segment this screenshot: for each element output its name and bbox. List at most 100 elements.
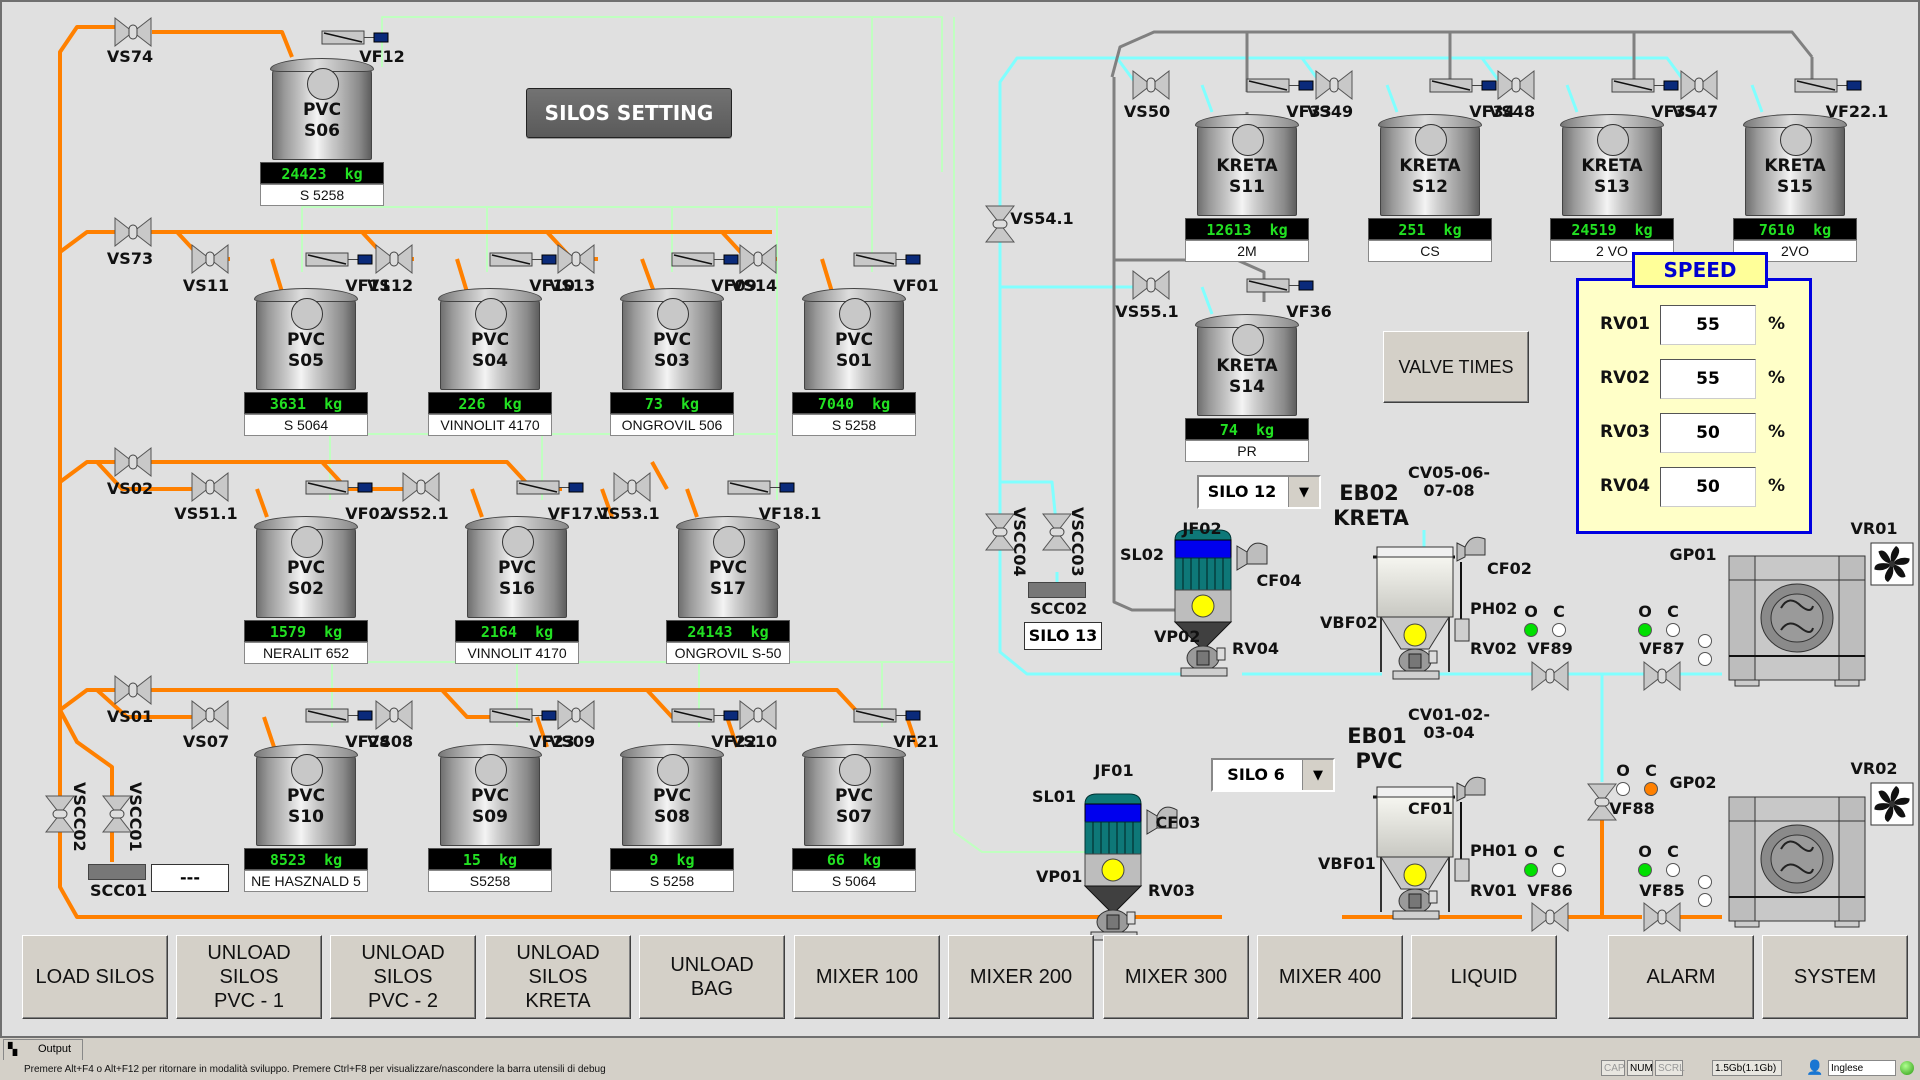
language-indicator[interactable]: Inglese xyxy=(1828,1060,1896,1076)
fill-valve-icon[interactable] xyxy=(1315,69,1353,101)
valve-vscc01[interactable] xyxy=(101,795,133,833)
vent-valve-icon[interactable] xyxy=(671,708,739,723)
fill-valve-icon[interactable] xyxy=(191,699,229,731)
fill-valve-icon[interactable] xyxy=(191,471,229,503)
fill-valve-icon[interactable] xyxy=(1132,69,1170,101)
fill-valve-icon[interactable] xyxy=(191,243,229,275)
speed-input-rv04[interactable]: 50 xyxy=(1660,467,1756,507)
fill-valve-icon[interactable] xyxy=(1132,269,1170,301)
fill-valve-icon[interactable] xyxy=(557,699,595,731)
line1-silo-select[interactable]: SILO 6 ▼ xyxy=(1211,758,1335,792)
silos-setting-button[interactable]: SILOS SETTING xyxy=(526,88,732,138)
valve-vs01[interactable] xyxy=(114,674,152,706)
fill-valve-icon[interactable] xyxy=(613,471,651,503)
valve-vf88[interactable] xyxy=(1586,783,1618,821)
vent-valve-icon[interactable] xyxy=(853,252,921,267)
nav-button-mixer-100[interactable]: MIXER 100 xyxy=(794,935,940,1019)
vent-valve-icon[interactable] xyxy=(1246,78,1314,93)
line2-weigh-bin[interactable] xyxy=(1373,536,1486,680)
blower-gp02[interactable] xyxy=(1728,796,1866,928)
vent-valve-icon[interactable] xyxy=(853,708,921,723)
silo-material: S 5064 xyxy=(244,414,368,436)
vent-valve-icon[interactable] xyxy=(516,480,584,495)
vent-valve-icon[interactable] xyxy=(489,708,557,723)
speed-input-rv02[interactable]: 55 xyxy=(1660,359,1756,399)
chevron-down-icon[interactable]: ▼ xyxy=(1302,760,1333,790)
fill-valve-icon[interactable] xyxy=(1497,69,1535,101)
vent-valve-icon[interactable] xyxy=(305,480,373,495)
vent-valve-icon[interactable] xyxy=(1246,278,1314,293)
valve-vscc02[interactable] xyxy=(44,795,76,833)
fill-valve-icon[interactable] xyxy=(402,471,440,503)
valve-vf87[interactable] xyxy=(1643,660,1681,692)
line2-vacuum-loader[interactable] xyxy=(1173,529,1268,677)
valve-vs73[interactable] xyxy=(114,216,152,248)
valve-vs54-1[interactable] xyxy=(984,205,1016,243)
valve-vscc04[interactable] xyxy=(984,513,1016,551)
vent-valve-vf12[interactable] xyxy=(321,30,389,45)
valve-times-button[interactable]: VALVE TIMES xyxy=(1383,331,1529,403)
speed-input-rv03[interactable]: 50 xyxy=(1660,413,1756,453)
fill-valve-icon[interactable] xyxy=(739,699,777,731)
nav-button-system[interactable]: SYSTEM xyxy=(1762,935,1908,1019)
nav-button-unload-silos-kreta[interactable]: UNLOAD SILOS KRETA xyxy=(485,935,631,1019)
blower-gp01[interactable] xyxy=(1728,555,1866,687)
vent-valve-icon[interactable] xyxy=(1794,78,1862,93)
vent-valve-icon[interactable] xyxy=(1429,78,1497,93)
valve-label: VF12 xyxy=(359,47,405,66)
fill-valve-icon[interactable] xyxy=(557,243,595,275)
fill-valve-icon[interactable] xyxy=(1680,69,1718,101)
valve-vs02[interactable] xyxy=(114,446,152,478)
vent-valve-icon[interactable] xyxy=(1611,78,1679,93)
speed-input-rv01[interactable]: 55 xyxy=(1660,305,1756,345)
cooler-fan-vr02[interactable] xyxy=(1870,782,1914,826)
chevron-down-icon[interactable]: ▼ xyxy=(1288,477,1319,507)
fill-valve-icon[interactable] xyxy=(375,243,413,275)
nav-button-mixer-300[interactable]: MIXER 300 xyxy=(1103,935,1249,1019)
vent-valve-icon[interactable] xyxy=(671,252,739,267)
nav-button-mixer-200[interactable]: MIXER 200 xyxy=(948,935,1094,1019)
valve-vf85[interactable] xyxy=(1643,901,1681,933)
nav-button-unload-silos-pvc-2[interactable]: UNLOAD SILOS PVC - 2 xyxy=(330,935,476,1019)
line1-weigh-bin[interactable] xyxy=(1373,776,1486,920)
nav-button-unload-silos-pvc-1[interactable]: UNLOAD SILOS PVC - 1 xyxy=(176,935,322,1019)
fill-valve-icon[interactable] xyxy=(739,243,777,275)
fill-valve-icon[interactable] xyxy=(375,699,413,731)
nav-button-alarm[interactable]: ALARM xyxy=(1608,935,1754,1019)
cooler-fan-vr01[interactable] xyxy=(1870,542,1914,586)
valve-vf89[interactable] xyxy=(1531,660,1569,692)
output-tab[interactable]: ▚ Output xyxy=(3,1039,83,1060)
valve-vs74[interactable] xyxy=(114,16,152,48)
nav-button-mixer-400[interactable]: MIXER 400 xyxy=(1257,935,1403,1019)
line1-vacuum-loader[interactable] xyxy=(1083,793,1178,941)
scale-scc01-icon xyxy=(88,864,146,880)
nav-button-liquid[interactable]: LIQUID xyxy=(1411,935,1557,1019)
nav-button-unload-bag[interactable]: UNLOAD BAG xyxy=(639,935,785,1019)
line2-silo-select[interactable]: SILO 12 ▼ xyxy=(1197,475,1321,509)
vent-valve-icon[interactable] xyxy=(305,708,373,723)
nav-button-load-silos[interactable]: LOAD SILOS xyxy=(22,935,168,1019)
valve-vf86[interactable] xyxy=(1531,901,1569,933)
silo-port-icon xyxy=(291,298,323,330)
vent-valve-icon[interactable] xyxy=(727,480,795,495)
vent-valve-icon[interactable] xyxy=(305,252,373,267)
valve-vscc03[interactable] xyxy=(1041,513,1073,551)
vent-valve-icon[interactable] xyxy=(489,252,557,267)
